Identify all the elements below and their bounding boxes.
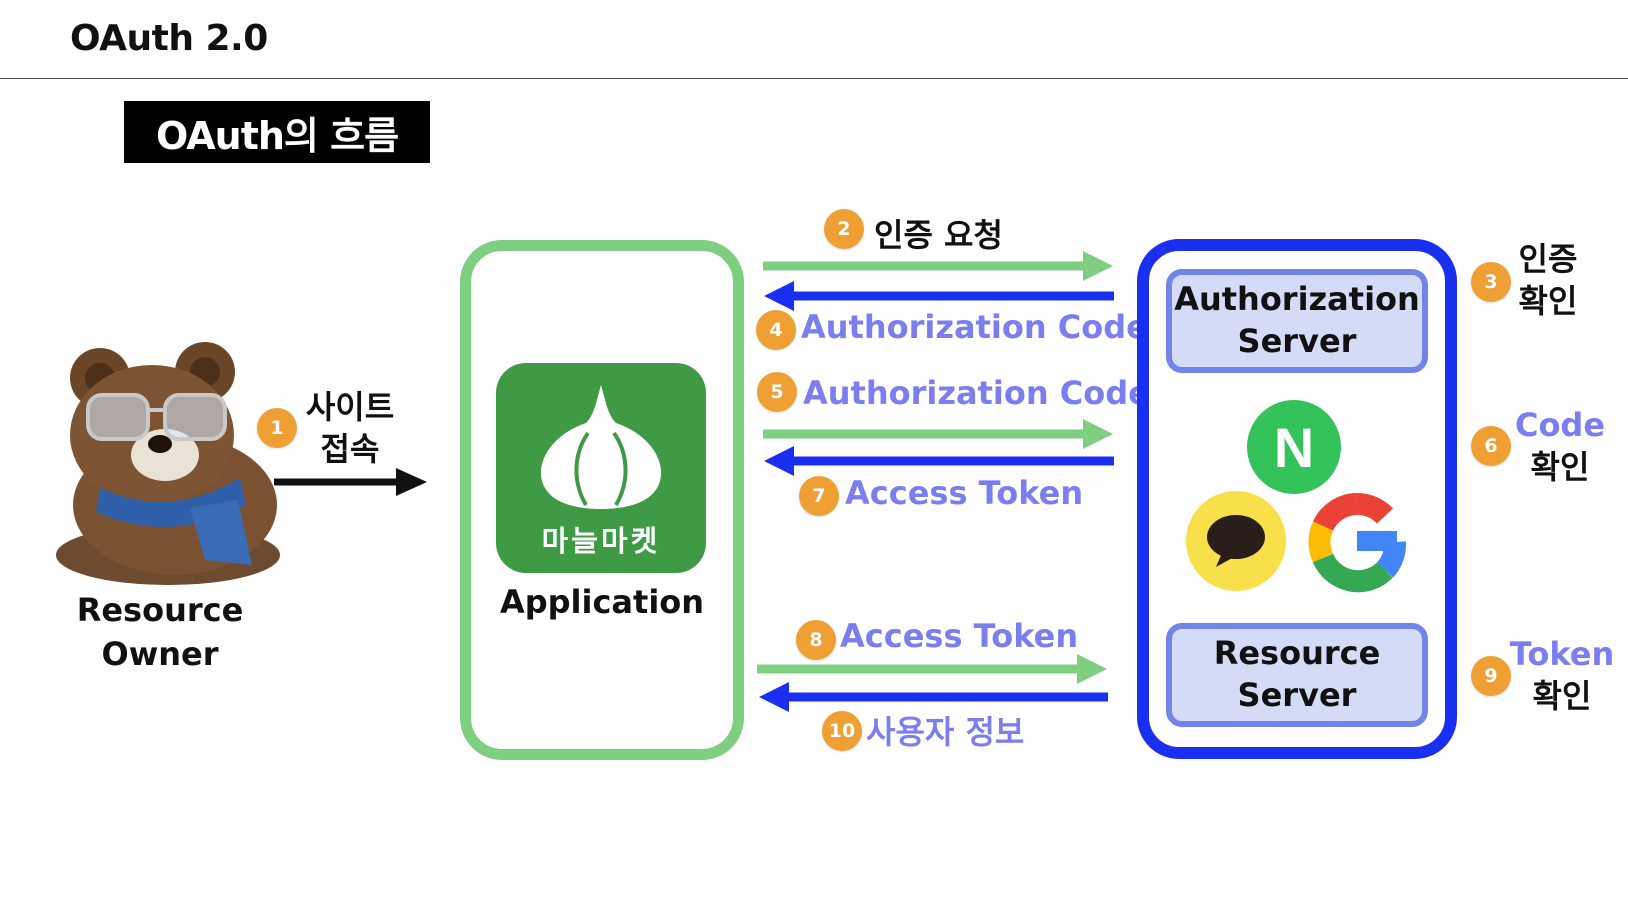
slide-title: OAuth 2.0: [70, 18, 268, 59]
step-label-code-verify: Code 확인: [1514, 406, 1606, 486]
step-label-auth-request: 인증 요청: [874, 216, 1003, 254]
step-label-access-token-send: Access Token: [840, 617, 1079, 655]
step-badge-3: 3: [1471, 262, 1511, 302]
step-badge-1: 1: [257, 408, 297, 448]
arrow-access-token-send: [757, 654, 1107, 684]
step-badge-7: 7: [799, 476, 839, 516]
resource-server: Resource Server: [1166, 623, 1428, 727]
google-logo-icon: [1308, 493, 1407, 593]
step-badge-4: 4: [756, 310, 796, 350]
step-label-token-verify: Token 확인: [1509, 635, 1615, 715]
title-divider: [0, 78, 1628, 79]
step-badge-9: 9: [1471, 656, 1511, 696]
arrow-user-info-return: [759, 682, 1108, 712]
step-label-authorization-code-return: Authorization Code: [801, 308, 1148, 346]
step-label-user-info: 사용자 정보: [866, 713, 1025, 751]
application-label: Application: [499, 583, 705, 621]
arrow-access-token-return: [764, 446, 1114, 476]
arrow-auth-request: [763, 251, 1113, 281]
step-badge-10: 10: [822, 711, 862, 751]
step-badge-2: 2: [824, 209, 864, 249]
step-badge-8: 8: [796, 620, 836, 660]
section-banner: OAuth의 흐름: [124, 101, 430, 163]
garlic-icon: [540, 385, 662, 509]
kakao-logo-icon: [1186, 491, 1286, 591]
resource-owner-label: Resource Owner: [76, 591, 244, 673]
arrow-authorization-code-return: [764, 281, 1114, 311]
step-label-auth-verify: 인증 확인: [1518, 240, 1578, 320]
step-label-access-token-return: Access Token: [845, 474, 1084, 512]
naver-logo-icon: N: [1247, 400, 1341, 494]
step-badge-5: 5: [757, 372, 797, 412]
step-label-site-access: 사이트 접속: [305, 388, 395, 468]
authorization-server: Authorization Server: [1166, 269, 1428, 373]
arrow-authorization-code-send: [763, 419, 1113, 449]
step-badge-6: 6: [1471, 426, 1511, 466]
teddy-bear-icon: [56, 342, 280, 585]
step-label-authorization-code-send: Authorization Code: [803, 374, 1150, 412]
app-name: 마늘마켓: [541, 524, 661, 558]
